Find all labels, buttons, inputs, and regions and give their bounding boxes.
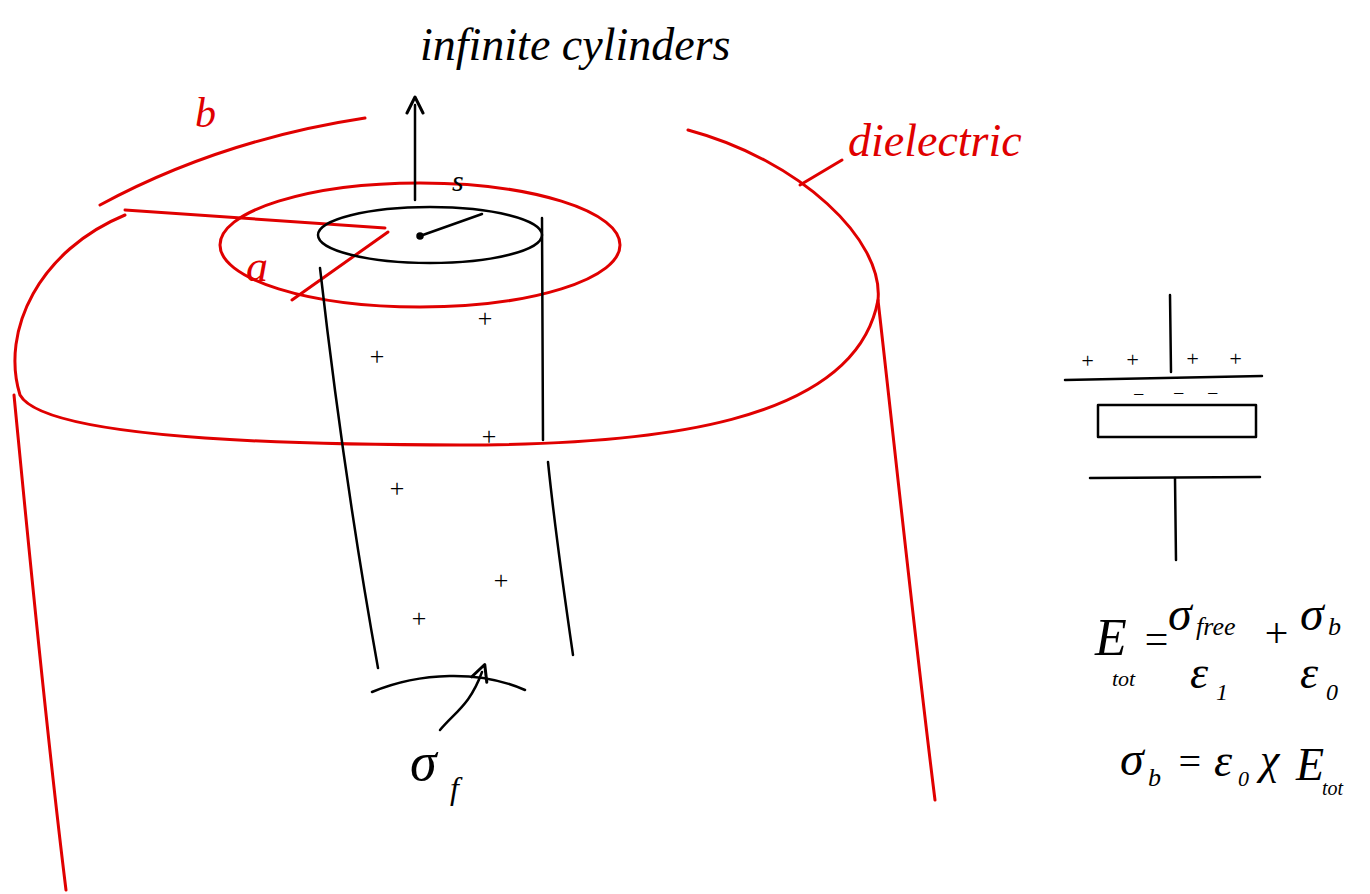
- dielectric-wall: [878, 300, 935, 800]
- charge-sign: +: [1228, 348, 1243, 370]
- radius-b-circle: [220, 183, 620, 307]
- equation-symbol: ε: [1214, 738, 1232, 784]
- equation-symbol: ε: [1300, 650, 1318, 696]
- radius-b-line: [125, 210, 385, 228]
- equation-symbol: 0: [1326, 680, 1338, 704]
- radius-label: a: [246, 245, 268, 289]
- equation-symbol: tot: [1322, 778, 1343, 798]
- radius-a-line: [292, 232, 388, 300]
- charge-sign: +: [388, 476, 406, 502]
- capacitor-wire: [1170, 295, 1171, 372]
- equation-symbol: +: [1262, 612, 1290, 654]
- equation-symbol: free: [1196, 614, 1235, 640]
- center-dot: [418, 234, 423, 239]
- axis-arrow: [414, 105, 417, 200]
- equation-symbol: 1: [1216, 680, 1228, 704]
- charge-density: σ: [410, 735, 437, 789]
- equation-symbol: =: [1176, 742, 1203, 782]
- title-note: infinite cylinders: [420, 22, 730, 68]
- charge-arrow: [440, 672, 482, 730]
- cylinder-side: [320, 268, 378, 668]
- capacitor-plate: [1065, 376, 1262, 380]
- cylinder-side: [548, 462, 573, 655]
- dielectric-wall: [14, 395, 66, 890]
- equation-symbol: b: [1148, 765, 1161, 791]
- equation-symbol: ε: [1190, 650, 1208, 696]
- charge-sign: +: [492, 568, 510, 594]
- charge-sign: −: [1132, 384, 1146, 404]
- equation-symbol: b: [1328, 614, 1341, 640]
- charge-sign: +: [1185, 348, 1200, 370]
- charge-sign: −: [1172, 383, 1186, 403]
- dielectric-leader: [800, 160, 842, 185]
- charge-sign: +: [368, 344, 386, 370]
- equation-symbol: σ: [1300, 590, 1324, 638]
- dielectric-outline: [15, 130, 878, 445]
- dielectric-outline: [100, 118, 365, 205]
- equation-symbol: E: [1095, 612, 1127, 664]
- equation-symbol: 0: [1238, 768, 1249, 790]
- capacitor-wire: [1175, 478, 1176, 560]
- cylinder-side: [542, 218, 543, 440]
- radius-label: s: [452, 166, 464, 196]
- charge-density: f: [450, 772, 459, 804]
- radius-line: [420, 214, 482, 236]
- capacitor-dielectric: [1098, 405, 1256, 437]
- equation-symbol: χ: [1260, 738, 1279, 782]
- charge-sign: +: [410, 606, 428, 632]
- equation-symbol: σ: [1168, 590, 1192, 638]
- radius-label: b: [195, 92, 216, 134]
- charge-sign: −: [1206, 383, 1220, 403]
- cylinder-bottom: [372, 676, 525, 692]
- equation-symbol: σ: [1120, 735, 1144, 783]
- equation-symbol: E: [1296, 742, 1324, 788]
- material-label: dielectric: [848, 118, 1022, 164]
- cylinder-top: [318, 207, 542, 263]
- equation-symbol: =: [1142, 618, 1170, 660]
- charge-sign: +: [476, 306, 494, 332]
- charge-sign: +: [1125, 349, 1140, 371]
- equation-symbol: tot: [1112, 668, 1135, 690]
- charge-sign: +: [1080, 350, 1095, 372]
- charge-sign: +: [480, 424, 498, 450]
